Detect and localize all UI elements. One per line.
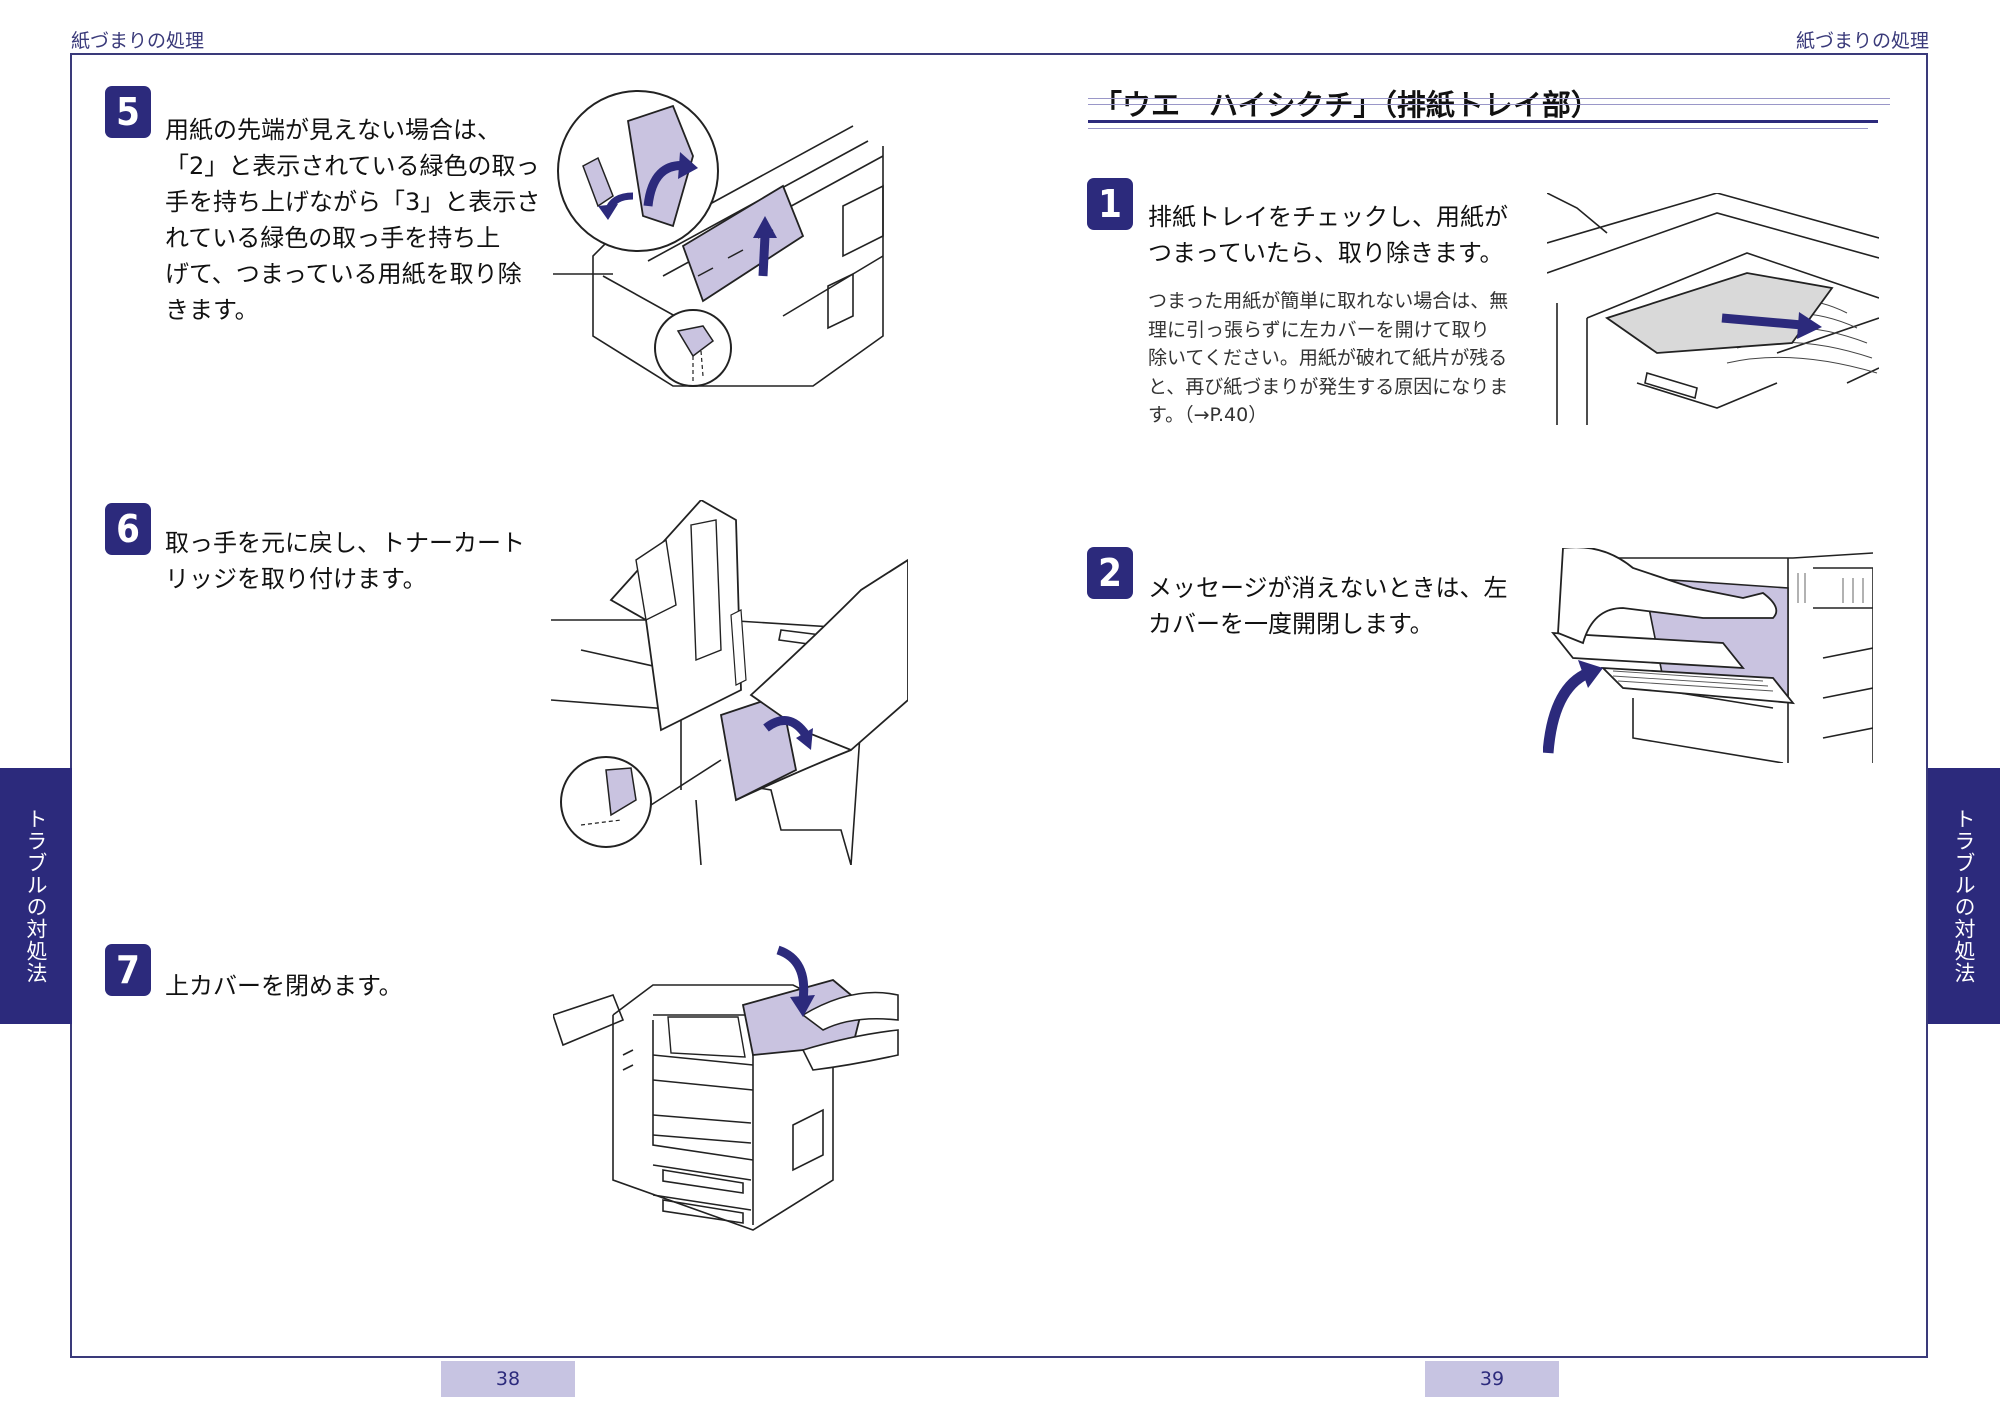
- running-head-left: 紙づまりの処理: [71, 30, 205, 52]
- side-tab-left: トラブルの対処法: [0, 768, 72, 1024]
- title-rule-3: [1088, 128, 1868, 129]
- step-6-text: 取っ手を元に戻し、トナーカート リッジを取り付けます。: [165, 529, 525, 593]
- page-frame: [70, 53, 1928, 1358]
- right-step-1-illustration: [1547, 193, 1879, 425]
- right-step-1-text: 排紙トレイをチェックし、用紙が つまっていたら、取り除きます。: [1148, 203, 1508, 267]
- side-tab-right: トラブルの対処法: [1928, 768, 2000, 1024]
- page-number-left: 38: [441, 1361, 575, 1397]
- step-5-badge: 5: [105, 86, 151, 138]
- running-head-right: 紙づまりの処理: [1795, 30, 1929, 52]
- step-6-illustration: [551, 500, 908, 865]
- right-step-2-badge: 2: [1087, 547, 1133, 599]
- step-6-badge: 6: [105, 503, 151, 555]
- step-7-text: 上カバーを閉めます。: [165, 972, 403, 1000]
- step-5-text: 用紙の先端が見えない場合は、 「2」と表示されている緑色の取っ 手を持ち上げなが…: [165, 116, 541, 324]
- page-number-right: 39: [1425, 1361, 1559, 1397]
- side-tab-right-label: トラブルの対処法: [1952, 808, 1976, 984]
- title-rule-1: [1088, 98, 1890, 99]
- right-step-2-illustration: [1543, 548, 1873, 763]
- right-step-1-badge: 1: [1087, 178, 1133, 230]
- title-rule-main: [1088, 120, 1878, 123]
- section-title: 「ウエ ハイシクチ」（排紙トレイ部）: [1093, 88, 1600, 122]
- step-5-illustration: [553, 90, 884, 387]
- step-7-illustration: [553, 945, 899, 1231]
- title-rule-2: [1088, 104, 1890, 105]
- right-step-2-text: メッセージが消えないときは、左 カバーを一度開閉します。: [1148, 574, 1508, 638]
- step-7-badge: 7: [105, 944, 151, 996]
- right-step-1-note: つまった用紙が簡単に取れない場合は、無 理に引っ張らずに左カバーを開けて取り 除…: [1148, 290, 1509, 426]
- side-tab-left-label: トラブルの対処法: [24, 808, 48, 984]
